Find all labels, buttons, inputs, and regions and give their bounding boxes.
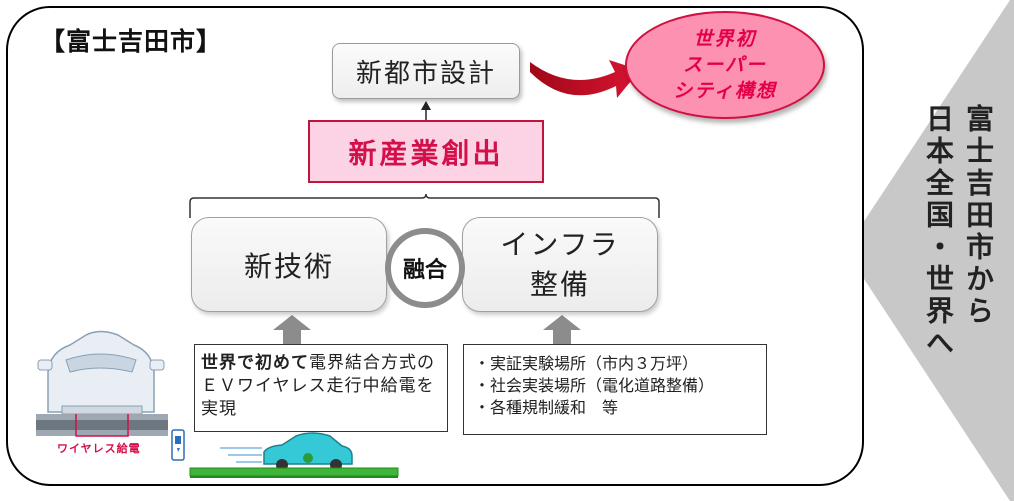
super-city-line1: 世界初 (693, 28, 757, 50)
wireless-charging-label: ワイヤレス給電 (57, 442, 141, 455)
ev-car-front-illustration (36, 330, 168, 437)
wireless-description-bold: 世界で初めて (201, 353, 309, 373)
fusion-circle: 融合 (385, 228, 465, 308)
side-banner-column1: 富士吉田市から (962, 104, 995, 328)
wireless-description-text: 世界で初めて電界結合方式の ＥＶワイヤレス走行中給電を 実現 (201, 352, 435, 421)
super-city-line3: シティ構想 (673, 80, 777, 102)
side-banner-column2: 日本全国・世界へ (922, 104, 955, 360)
super-city-line2: スーパー (683, 54, 767, 76)
new-industry-label: 新産業創出 (348, 136, 504, 170)
side-banner-chevron (845, 0, 1014, 501)
wireless-description-line1: 電界結合方式の (309, 353, 435, 373)
infrastructure-items-list: ・実証実験場所（市内３万坪） ・社会実装場所（電化道路整備） ・各種規制緩和 等 (463, 344, 767, 435)
up-arrow-head (421, 101, 431, 110)
gray-up-arrow-right (543, 315, 581, 344)
infrastructure-label-line2: 整備 (529, 267, 590, 301)
list-item: ・各種規制緩和 等 (474, 398, 619, 417)
new-technology-label: 新技術 (243, 249, 334, 283)
wireless-charging-description: 世界で初めて電界結合方式の ＥＶワイヤレス走行中給電を 実現 (194, 344, 448, 432)
new-city-design-label: 新都市設計 (355, 58, 496, 89)
ev-road-illustration (171, 429, 403, 478)
gray-up-arrow-left (273, 315, 311, 344)
city-title: 【富士吉田市】 (40, 27, 223, 56)
wireless-description-line2: ＥＶワイヤレス走行中給電を (201, 376, 435, 396)
red-curved-arrow (530, 60, 640, 98)
grouping-bracket (189, 193, 660, 218)
wireless-description-line3: 実現 (201, 399, 237, 419)
infrastructure-label-line1: インフラ (500, 227, 620, 261)
fusion-label: 融合 (402, 258, 447, 283)
super-city-ellipse: 世界初 スーパー シティ構想 (625, 11, 825, 119)
list-item: ・社会実装場所（電化道路整備） (474, 376, 715, 395)
new-technology-box: 新技術 (191, 217, 387, 312)
new-industry-box: 新産業創出 (308, 120, 544, 183)
infrastructure-box: インフラ 整備 (462, 217, 658, 312)
new-city-design-box: 新都市設計 (332, 43, 520, 99)
list-item: ・実証実験場所（市内３万坪） (474, 354, 699, 373)
